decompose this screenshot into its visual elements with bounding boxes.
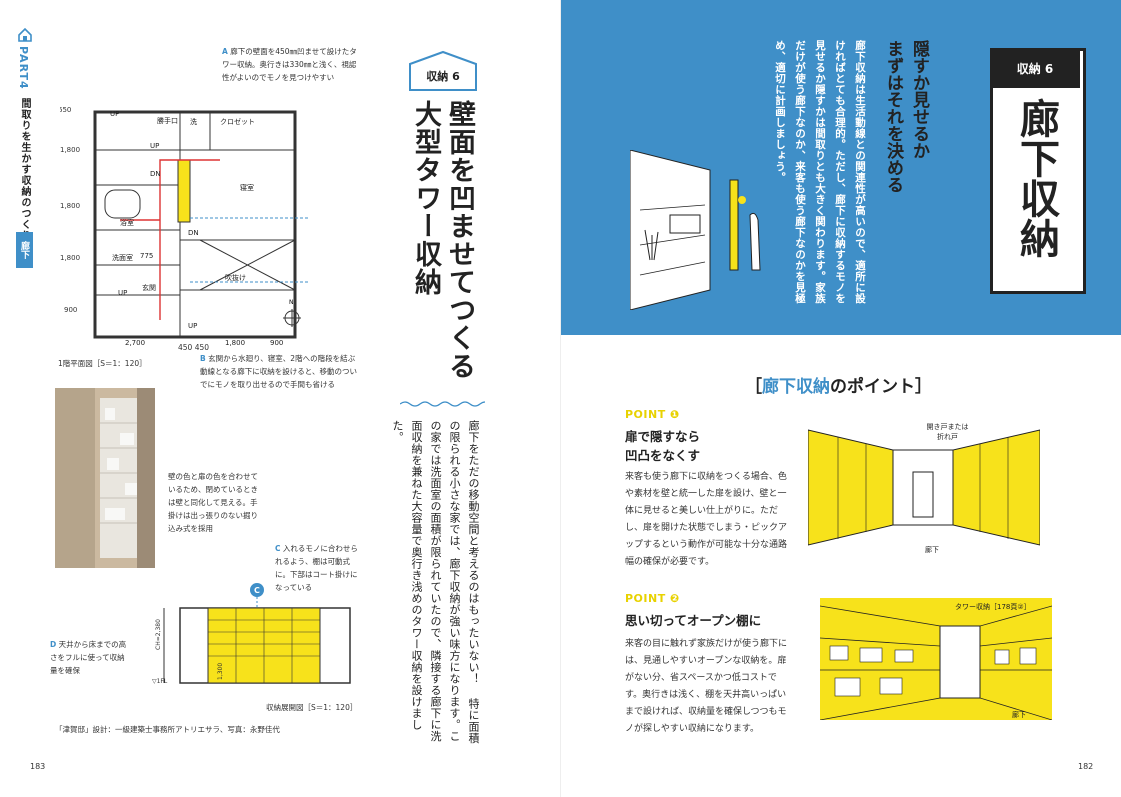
note-b: B 玄関から水廻り、寝室、2階への階段を結ぶ動線となる廊下に収納を設けると、移動… — [200, 352, 360, 391]
note-a-letter: A — [222, 47, 228, 56]
hallway-photo — [55, 388, 155, 568]
svg-text:1,800: 1,800 — [60, 202, 80, 210]
hallway-illustration — [630, 150, 761, 310]
left-heading-line1: 壁面を凹ませてつくる — [444, 100, 475, 380]
point-2-img-sub: 廊下 — [1012, 711, 1026, 719]
lead-heading: 隠すか見せるか まずはそれを決める — [880, 40, 932, 193]
section-tag-shape — [409, 50, 477, 91]
point-1-body: 来客も使う廊下に収納をつくる場合、色や素材を壁と統一した扉を設け、壁と一体に見せ… — [625, 472, 788, 567]
svg-text:650: 650 — [60, 106, 71, 114]
svg-text:UP: UP — [110, 110, 119, 118]
left-heading-line2: 大型タワー収納 — [410, 100, 441, 296]
svg-text:UP: UP — [118, 289, 127, 297]
svg-text:洗: 洗 — [190, 117, 197, 126]
point-2-illustration — [820, 598, 1052, 720]
note-a: A 廊下の壁面を450㎜凹ませて設けたタワー収納。奥行きは330㎜と浅く、視認性… — [222, 45, 362, 84]
svg-text:▽1FL: ▽1FL — [152, 678, 168, 685]
svg-text:洗面室: 洗面室 — [112, 253, 133, 262]
lead-line2: まずはそれを決める — [883, 40, 903, 193]
point-2-title: 思い切ってオープン棚に — [625, 613, 762, 628]
svg-text:クロゼット: クロゼット — [220, 117, 255, 126]
point-1-img-sub: 廊下 — [925, 546, 939, 554]
point-2-img-label: タワー収納［178頁②］ — [955, 603, 1031, 611]
page-title: 廊下収納 — [1013, 98, 1059, 258]
svg-text:DN: DN — [188, 229, 199, 237]
plan-subdims: 450 450 — [178, 343, 210, 352]
svg-text:UP: UP — [150, 142, 159, 150]
wave-divider — [400, 401, 485, 407]
point-1: POINT ❶ 扉で隠すなら 凹凸をなくす 来客も使う廊下に収納をつくる場合、色… — [625, 408, 790, 571]
plan-caption: 1階平面図［S＝1：120］ — [58, 359, 147, 368]
svg-text:吹抜け: 吹抜け — [225, 273, 246, 282]
intro-text: 廊下収納は生活動線との関連性が高いので、適所に設ければとても合理的。ただし、廊下… — [774, 40, 866, 304]
points-heading-accent: 廊下収納 — [762, 377, 830, 397]
svg-text:900: 900 — [270, 339, 283, 347]
left-heading: 壁面を凹ませてつくる 大型タワー収納 — [408, 100, 476, 380]
note-c-text: 入れるモノに合わせられるよう、棚は可動式に。下部はコート掛けになっている — [275, 544, 358, 592]
point-2-label: POINT ❷ — [625, 592, 680, 605]
svg-text:1,800: 1,800 — [60, 146, 80, 154]
svg-text:C: C — [254, 586, 260, 595]
note-d: D 天井から床までの高さをフルに使って収納量を確保 — [50, 638, 130, 677]
photo-caption: 壁の色と扉の色を合わせているため、閉めているときは壁と同化して見える。手掛けは出… — [168, 472, 258, 533]
note-c-letter: C — [275, 544, 281, 553]
point-2-body: 来客の目に触れず家族だけが使う廊下には、見通しやすいオープンな収納を。扉がない分… — [625, 639, 788, 734]
spread-gutter — [560, 0, 561, 797]
home-icon — [18, 28, 32, 42]
title-box — [990, 48, 1086, 294]
svg-text:玄関: 玄関 — [142, 283, 156, 292]
svg-text:1,800: 1,800 — [60, 254, 80, 262]
storage-elevation: C CH=2,380 1,300 ▽1FL — [152, 583, 351, 685]
chapter-title: 間取りを生かす収納のつくり方 — [19, 98, 30, 252]
elevation-caption: 収納展開図［S＝1：120］ — [266, 703, 358, 712]
chapter-badge: 廊下 — [16, 232, 33, 268]
note-d-letter: D — [50, 640, 57, 649]
points-heading: ［廊下収納のポイント］ — [745, 372, 932, 397]
floor-plan: 650 1,800 1,800 1,800 900 勝手口 洗 クロゼット 寝室… — [60, 106, 310, 347]
svg-text:勝手口: 勝手口 — [157, 116, 178, 125]
note-b-text: 玄関から水廻り、寝室、2階への階段を結ぶ動線となる廊下に収納を設けると、移動のつ… — [200, 354, 357, 389]
note-a-text: 廊下の壁面を450㎜凹ませて設けたタワー収納。奥行きは330㎜と浅く、視認性がよ… — [222, 47, 357, 82]
points-heading-open: ［ — [745, 377, 762, 397]
svg-text:2,700: 2,700 — [125, 339, 145, 347]
elev-height-dim: CH=2,380 — [155, 619, 162, 650]
svg-text:DN: DN — [150, 170, 161, 178]
note-c: C 入れるモノに合わせられるよう、棚は可動式に。下部はコート掛けになっている — [275, 542, 360, 594]
svg-text:1,800: 1,800 — [225, 339, 245, 347]
point-1-illustration — [808, 429, 1040, 546]
section-tag-left: 収納 6 — [426, 70, 460, 83]
section-tag-right: 収納 6 — [1016, 62, 1054, 76]
svg-text:浴室: 浴室 — [120, 218, 134, 227]
left-body-text: 廊下をただの移動空間と考えるのはもったいない！ 特に面積の限られる小さな家では、… — [391, 420, 480, 744]
svg-text:775: 775 — [140, 252, 153, 260]
points-heading-rest: のポイント — [830, 377, 915, 397]
lead-line1: 隠すか見せるか — [909, 40, 929, 159]
page-number-right: 182 — [1078, 762, 1094, 771]
note-b-letter: B — [200, 354, 206, 363]
svg-text:900: 900 — [64, 306, 77, 314]
note-d-text: 天井から床までの高さをフルに使って収納量を確保 — [50, 640, 127, 675]
svg-text:寝室: 寝室 — [240, 183, 254, 192]
points-heading-close: ］ — [915, 377, 932, 397]
svg-text:N: N — [289, 299, 294, 306]
point-1-label: POINT ❶ — [625, 408, 680, 421]
part-label: PART4 — [17, 46, 30, 90]
svg-text:UP: UP — [188, 322, 197, 330]
credit: 「津賀邸」設計：一級建築士事務所アトリエサラ、写真：永野佳代 — [55, 725, 280, 734]
page-number-left: 183 — [30, 762, 46, 771]
point-1-title-1: 扉で隠すなら — [625, 429, 701, 444]
point-1-title-2: 凹凸をなくす — [625, 448, 701, 463]
point-2: POINT ❷ 思い切ってオープン棚に 来客の目に触れず家族だけが使う廊下には、… — [625, 592, 790, 738]
point-1-img-label: 開き戸または折れ戸 — [926, 423, 969, 441]
title-tag-bg — [990, 48, 1080, 88]
svg-text:1,300: 1,300 — [217, 663, 224, 680]
